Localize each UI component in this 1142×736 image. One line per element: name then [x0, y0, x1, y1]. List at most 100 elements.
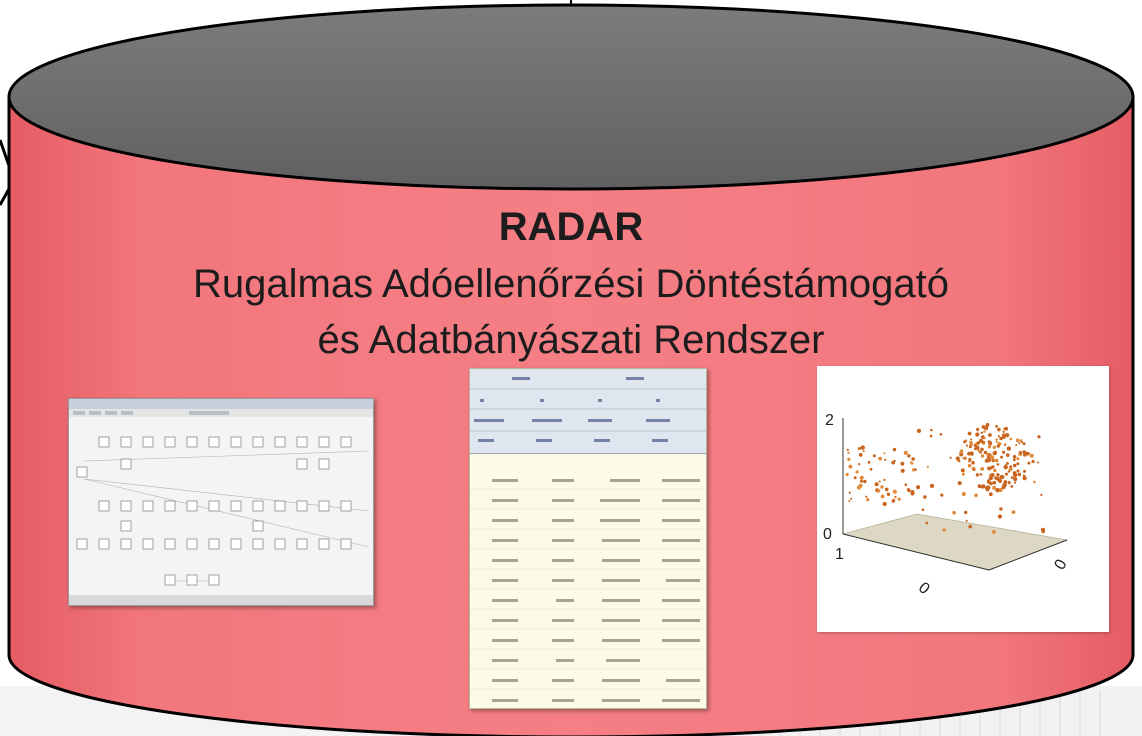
- scatter-point: [992, 451, 997, 456]
- scatter-point: [865, 495, 868, 498]
- scatter-point: [965, 519, 968, 522]
- scatter-point: [858, 463, 861, 466]
- scatter-point: [968, 445, 972, 449]
- scatter-point: [1011, 510, 1016, 514]
- scatter-point: [983, 450, 988, 455]
- scatter-point: [882, 501, 887, 507]
- scatter-point: [926, 465, 929, 468]
- scatter-point: [1002, 430, 1005, 433]
- scatter-point: [1003, 480, 1008, 484]
- scatter-point: [874, 482, 879, 487]
- scatter-point: [940, 493, 944, 497]
- scatter-x-left-label: 1: [835, 546, 844, 563]
- scatter-point: [977, 441, 981, 445]
- scatter-point: [958, 460, 961, 463]
- scatter-point: [1016, 462, 1020, 466]
- scatter-point: [880, 494, 885, 499]
- scatter-point: [892, 489, 897, 494]
- scatter-point: [916, 485, 921, 490]
- scatter-point: [990, 473, 995, 478]
- scatter-point: [987, 445, 992, 449]
- scatter-point: [1023, 453, 1027, 457]
- scatter-point: [962, 457, 965, 460]
- scatter-point: [848, 464, 853, 469]
- scatter-point: [872, 454, 876, 458]
- scatter-point: [859, 479, 863, 483]
- scatter-point: [942, 528, 946, 532]
- scatter-point: [893, 459, 896, 462]
- scatter-point: [1008, 467, 1013, 472]
- scatter-point: [880, 485, 884, 489]
- scatter-point: [845, 472, 849, 477]
- scatter-point: [1014, 481, 1017, 484]
- scatter-point: [989, 454, 994, 459]
- scatter-point: [846, 448, 849, 451]
- data-table-screenshot-image: [469, 368, 707, 709]
- scatter-point: [1002, 433, 1006, 437]
- scatter-point: [983, 437, 986, 440]
- scatter-point: [857, 447, 861, 451]
- scatter-point: [884, 458, 887, 461]
- scatter-point: [859, 475, 864, 480]
- scatter-point: [987, 479, 990, 482]
- scatter-point: [884, 487, 889, 492]
- scatter-point: [883, 478, 886, 481]
- scatter-point: [907, 454, 911, 458]
- scatter-point: [997, 427, 1001, 432]
- scatter-point: [963, 440, 967, 444]
- scatter-point: [1000, 455, 1004, 459]
- scatter-point: [955, 456, 960, 461]
- scatter-point: [994, 458, 999, 463]
- scatter-point: [973, 444, 977, 447]
- scatter-point: [985, 487, 990, 492]
- scatter-point: [975, 432, 980, 437]
- scatter-point: [1013, 477, 1018, 482]
- scatter-point: [1040, 493, 1043, 496]
- scatter-point: [1005, 453, 1010, 457]
- scatter-point: [963, 456, 967, 460]
- scatter-point: [929, 483, 935, 488]
- scatter-point: [1012, 458, 1016, 462]
- scatter-point: [910, 491, 915, 496]
- scatter-point: [1003, 443, 1007, 446]
- scatter-point: [869, 467, 873, 471]
- scatter-point: [980, 431, 983, 434]
- scatter-point: [985, 423, 990, 427]
- scatter-point: [866, 498, 870, 502]
- scatter-point: [1023, 469, 1026, 473]
- scatter-point: [906, 488, 910, 492]
- scatter-point: [982, 442, 986, 445]
- scatter-point: [1009, 437, 1013, 441]
- scatter-point: [996, 463, 1000, 466]
- scatter-point: [952, 510, 956, 515]
- scatter-point: [971, 460, 975, 465]
- scatter-point: [1002, 450, 1006, 454]
- scatter-point: [992, 486, 996, 490]
- scatter-point: [847, 457, 851, 461]
- scatter-point: [1010, 476, 1014, 479]
- scatter-point: [1033, 480, 1036, 484]
- scatter-point: [921, 508, 925, 511]
- scatter-point: [975, 473, 980, 477]
- scatter-point: [989, 441, 992, 444]
- scatter-point: [858, 453, 863, 457]
- scatter-point: [995, 438, 998, 441]
- scatter-point: [929, 434, 933, 438]
- scatter-point: [914, 468, 917, 471]
- scatter-point: [997, 514, 1002, 519]
- scatter-point: [897, 497, 901, 501]
- scatter-point: [1004, 426, 1008, 431]
- scatter-point: [995, 424, 998, 428]
- scatter-point: [989, 481, 993, 486]
- scatter-point: [992, 445, 996, 449]
- scatter-point: [850, 497, 853, 500]
- scatter-point: [1037, 435, 1041, 439]
- scatter-point: [878, 456, 882, 461]
- scatter-point: [968, 457, 972, 462]
- scatter-point: [999, 475, 1004, 479]
- scatter-point: [998, 488, 1003, 492]
- scatter-point: [961, 472, 965, 476]
- scatter-point: [968, 524, 972, 529]
- scatter-y-max-label: 2: [825, 412, 834, 429]
